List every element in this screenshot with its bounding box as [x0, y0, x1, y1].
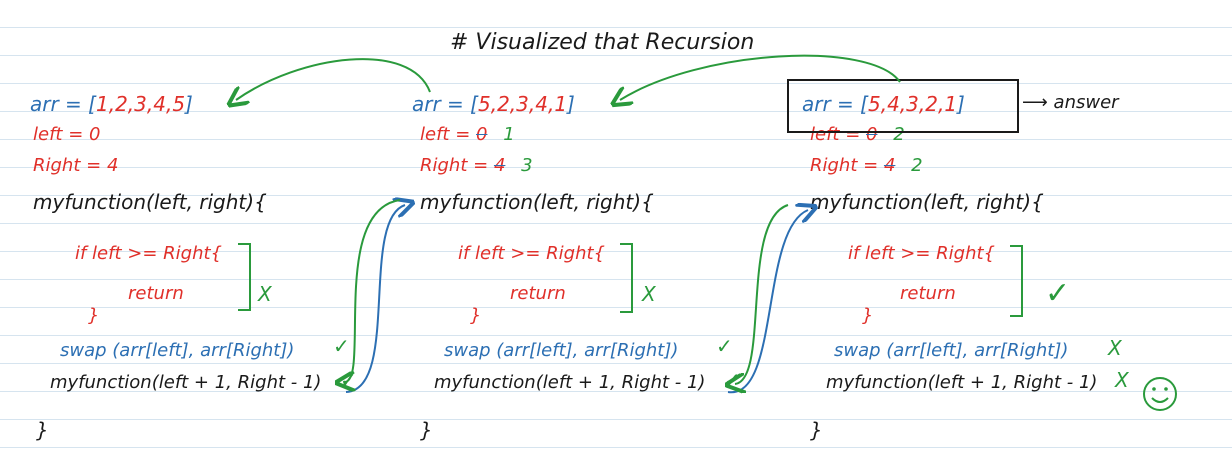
- swap-status-mark: X: [1108, 336, 1122, 360]
- answer-arrow-icon: ⟶: [1022, 92, 1048, 113]
- left-line: left = 0 1: [420, 124, 515, 145]
- array-line: arr = [5,4,3,2,1]: [802, 92, 965, 116]
- left-value: 0: [89, 124, 101, 145]
- page-title: # Visualized that Recursion: [450, 30, 755, 55]
- array-values: 1,2,3,4,5: [95, 92, 186, 116]
- function-close-brace: }: [810, 418, 823, 442]
- answer-label: answer: [1053, 92, 1119, 113]
- if-status-mark: X: [642, 282, 656, 306]
- array-suffix: ]: [957, 92, 965, 116]
- if-close-brace: }: [88, 305, 100, 326]
- left-label: left =: [810, 124, 866, 145]
- if-close-brace: }: [862, 305, 874, 326]
- right-line: Right = 4 2: [810, 155, 923, 176]
- right-old-value: 4: [883, 155, 896, 176]
- return-arrow-top-1: [236, 58, 431, 100]
- right-line: Right = 4: [33, 155, 118, 176]
- swap-status-mark: ✓: [716, 334, 733, 358]
- right-label: Right =: [33, 155, 107, 176]
- right-new-value: 2: [911, 155, 923, 176]
- if-bracket: [238, 243, 251, 311]
- swap-call: swap (arr[left], arr[Right]): [444, 340, 679, 361]
- return-statement: return: [510, 283, 566, 304]
- function-signature: myfunction(left, right){: [420, 190, 654, 214]
- return-arrow-green: [735, 204, 789, 384]
- return-arrow-green: [345, 199, 401, 382]
- if-condition: if left >= Right{: [848, 243, 995, 264]
- recursion-arrow-blue: [727, 210, 808, 394]
- answer-pointer: ⟶ answer: [1022, 92, 1119, 113]
- recurse-status-mark: X: [1115, 368, 1129, 392]
- function-close-brace: }: [420, 418, 433, 442]
- left-label: left =: [420, 124, 476, 145]
- right-label: Right =: [420, 155, 494, 176]
- recursion-arrow-blue: [345, 205, 405, 393]
- left-old-value: 0: [476, 124, 488, 145]
- if-status-mark: X: [258, 282, 272, 306]
- recursive-call: myfunction(left + 1, Right - 1): [826, 372, 1098, 393]
- right-new-value: 3: [521, 155, 533, 176]
- right-line: Right = 4 3: [420, 155, 533, 176]
- return-statement: return: [900, 283, 956, 304]
- swap-status-mark: ✓: [333, 334, 350, 358]
- array-line: arr = [5,2,3,4,1]: [412, 92, 575, 116]
- left-old-value: 0: [866, 124, 878, 145]
- if-bracket: [1010, 245, 1023, 317]
- left-label: left =: [33, 124, 89, 145]
- if-status-mark: ✓: [1045, 276, 1071, 311]
- left-line: left = 0 2: [810, 124, 905, 145]
- if-condition: if left >= Right{: [75, 243, 222, 264]
- array-values: 5,2,3,4,1: [477, 92, 568, 116]
- answer-box: [787, 79, 1019, 133]
- array-suffix: ]: [185, 92, 193, 116]
- smiley-face-icon: [1143, 377, 1177, 411]
- left-line: left = 0: [33, 124, 100, 145]
- right-label: Right =: [810, 155, 884, 176]
- if-close-brace: }: [470, 305, 482, 326]
- recursive-call: myfunction(left + 1, Right - 1): [50, 372, 322, 393]
- array-prefix: arr = [: [412, 92, 478, 116]
- array-prefix: arr = [: [802, 92, 868, 116]
- if-bracket: [620, 243, 633, 313]
- return-arrow-top-2: [620, 54, 901, 100]
- left-new-value: 2: [893, 124, 905, 145]
- right-value: 4: [106, 155, 119, 176]
- return-statement: return: [128, 283, 184, 304]
- function-close-brace: }: [36, 418, 49, 442]
- if-condition: if left >= Right{: [458, 243, 605, 264]
- function-signature: myfunction(left, right){: [810, 190, 1044, 214]
- array-prefix: arr = [: [30, 92, 96, 116]
- left-new-value: 1: [503, 124, 515, 145]
- right-old-value: 4: [493, 155, 506, 176]
- function-signature: myfunction(left, right){: [33, 190, 267, 214]
- array-suffix: ]: [567, 92, 575, 116]
- swap-call: swap (arr[left], arr[Right]): [60, 340, 295, 361]
- array-values: 5,4,3,2,1: [867, 92, 958, 116]
- swap-call: swap (arr[left], arr[Right]): [834, 340, 1069, 361]
- recursive-call: myfunction(left + 1, Right - 1): [434, 372, 706, 393]
- array-line: arr = [1,2,3,4,5]: [30, 92, 193, 116]
